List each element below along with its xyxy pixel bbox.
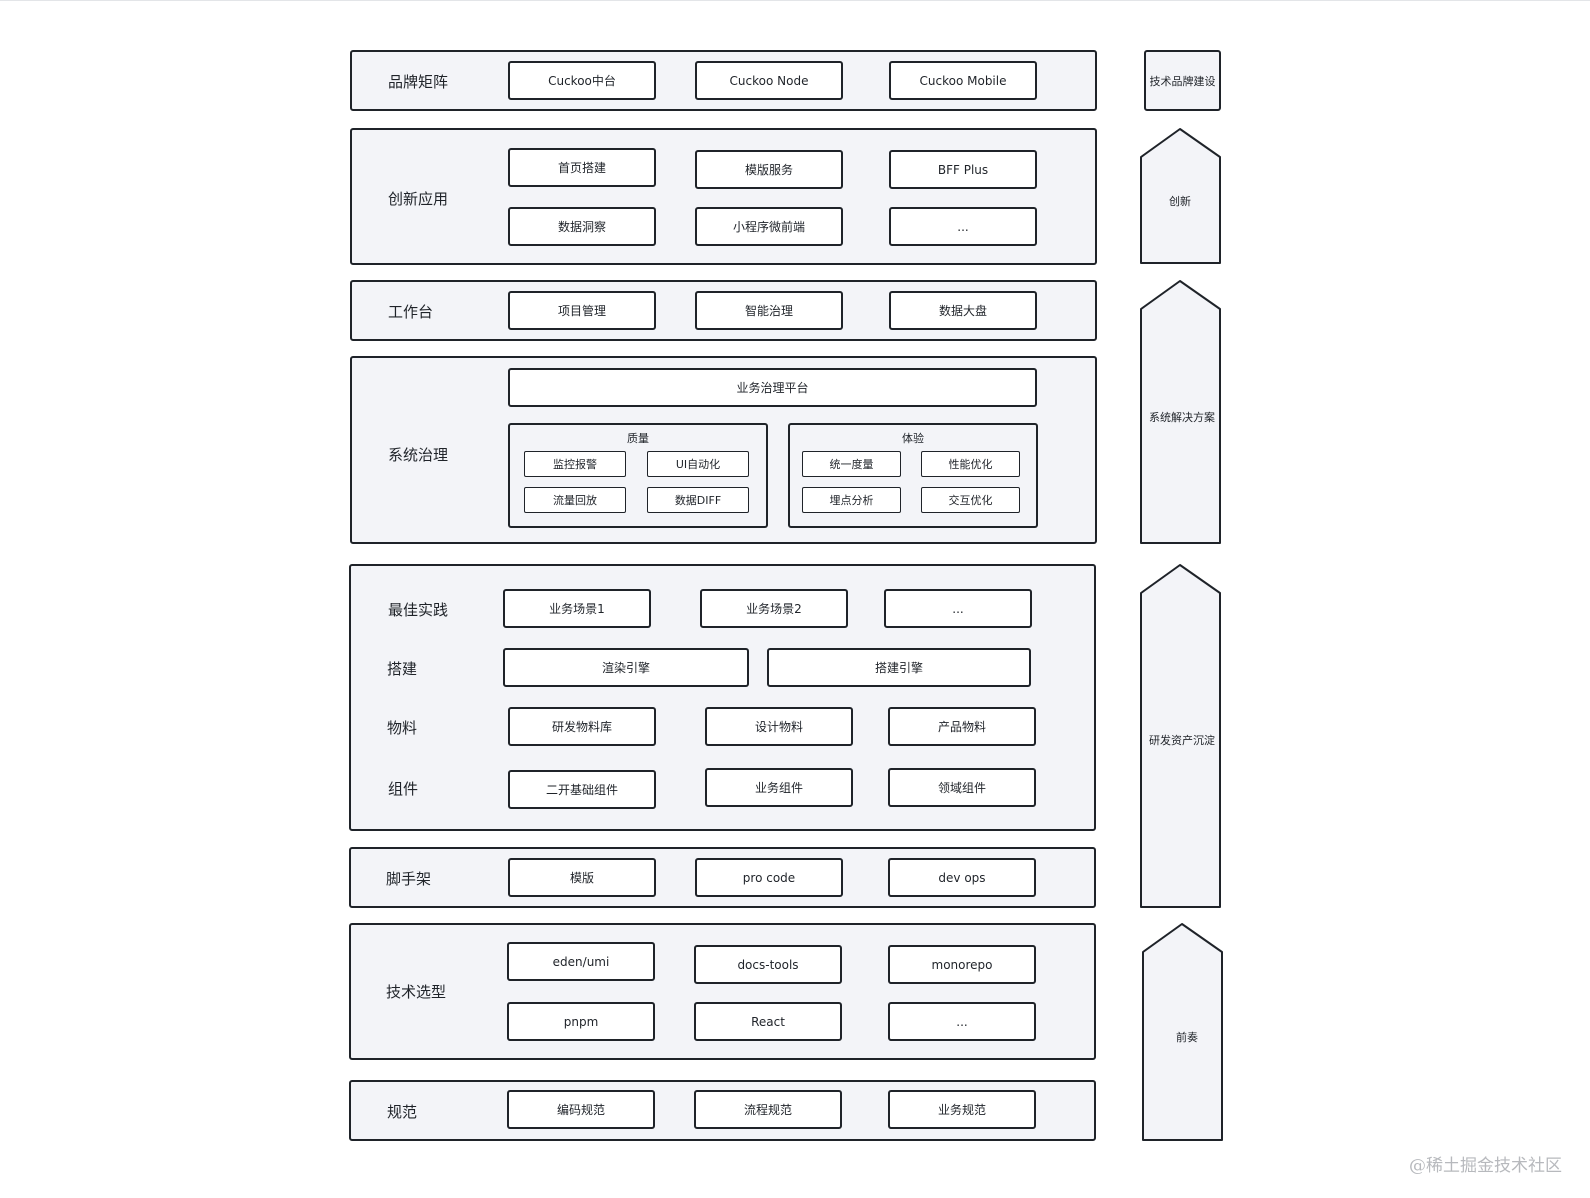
box-traffic-replay: 流量回放 xyxy=(524,487,626,513)
box-business-standards: 业务规范 xyxy=(888,1090,1036,1129)
box-build-engine: 搭建引擎 xyxy=(767,648,1031,687)
box-cuckoo-mobile: Cuckoo Mobile xyxy=(889,61,1037,100)
box-template-service: 模版服务 xyxy=(695,150,843,189)
group-title: 体验 xyxy=(902,432,924,445)
box-business-scenario-2: 业务场景2 xyxy=(700,589,848,628)
side-arrow-innovation xyxy=(1140,128,1221,264)
group-title: 质量 xyxy=(627,432,649,445)
box-docs-tools: docs-tools xyxy=(694,945,842,984)
layer-label: 脚手架 xyxy=(386,870,432,888)
box-data-insight: 数据洞察 xyxy=(508,207,656,246)
box-unified-metrics: 统一度量 xyxy=(802,451,901,477)
top-divider xyxy=(0,0,1590,1)
layer-label: 物料 xyxy=(387,719,418,737)
box-cuckoo-platform: Cuckoo中台 xyxy=(508,61,656,100)
layer-label: 技术选型 xyxy=(386,983,447,1001)
layer-label: 创新应用 xyxy=(388,190,449,208)
layer-label: 品牌矩阵 xyxy=(388,73,449,91)
box-product-material: 产品物料 xyxy=(888,707,1036,746)
box-ellipsis: ... xyxy=(889,207,1037,246)
side-arrow-label: 创新 xyxy=(1169,195,1191,208)
box-homepage-build: 首页搭建 xyxy=(508,148,656,187)
box-business-components: 业务组件 xyxy=(705,768,853,807)
side-arrow-label: 研发资产沉淀 xyxy=(1149,734,1215,747)
box-dev-ops: dev ops xyxy=(888,858,1036,897)
box-business-scenario-1: 业务场景1 xyxy=(503,589,651,628)
box-base-components: 二开基础组件 xyxy=(508,770,656,809)
side-arrow-rd-assets xyxy=(1140,564,1221,908)
box-pnpm: pnpm xyxy=(507,1002,655,1041)
box-monorepo: monorepo xyxy=(888,945,1036,984)
box-cuckoo-node: Cuckoo Node xyxy=(695,61,843,100)
box-coding-standards: 编码规范 xyxy=(507,1090,655,1129)
side-arrow-label: 前奏 xyxy=(1176,1031,1198,1044)
side-brand-building: 技术品牌建设 xyxy=(1144,50,1221,111)
box-project-management: 项目管理 xyxy=(508,291,656,330)
box-render-engine: 渲染引擎 xyxy=(503,648,749,687)
watermark: @稀土掘金技术社区 xyxy=(1409,1156,1562,1176)
layer-label: 工作台 xyxy=(388,303,434,321)
box-pro-code: pro code xyxy=(695,858,843,897)
box-template: 模版 xyxy=(508,858,656,897)
box-monitor-alert: 监控报警 xyxy=(524,451,626,477)
box-ellipsis: ... xyxy=(884,589,1032,628)
box-miniprogram-microfrontend: 小程序微前端 xyxy=(695,207,843,246)
layer-label: 搭建 xyxy=(387,660,418,678)
box-rd-material-library: 研发物料库 xyxy=(508,707,656,746)
box-smart-governance: 智能治理 xyxy=(695,291,843,330)
box-performance-optimization: 性能优化 xyxy=(921,451,1020,477)
box-process-standards: 流程规范 xyxy=(694,1090,842,1129)
layer-label: 规范 xyxy=(387,1103,418,1121)
layer-label: 最佳实践 xyxy=(388,601,449,619)
layer-label: 组件 xyxy=(388,780,419,798)
layer-label: 系统治理 xyxy=(388,446,449,464)
box-ui-automation: UI自动化 xyxy=(647,451,749,477)
side-arrow-label: 系统解决方案 xyxy=(1149,411,1215,424)
box-design-material: 设计物料 xyxy=(705,707,853,746)
box-tracking-analysis: 埋点分析 xyxy=(802,487,901,513)
box-eden-umi: eden/umi xyxy=(507,942,655,981)
side-arrow-system-solution xyxy=(1140,280,1221,544)
box-bff-plus: BFF Plus xyxy=(889,150,1037,189)
box-interaction-optimization: 交互优化 xyxy=(921,487,1020,513)
box-data-dashboard: 数据大盘 xyxy=(889,291,1037,330)
box-react: React xyxy=(694,1002,842,1041)
box-business-governance-platform: 业务治理平台 xyxy=(508,368,1037,407)
box-ellipsis: ... xyxy=(888,1002,1036,1041)
side-arrow-prelude xyxy=(1142,923,1223,1141)
box-domain-components: 领域组件 xyxy=(888,768,1036,807)
box-data-diff: 数据DIFF xyxy=(647,487,749,513)
